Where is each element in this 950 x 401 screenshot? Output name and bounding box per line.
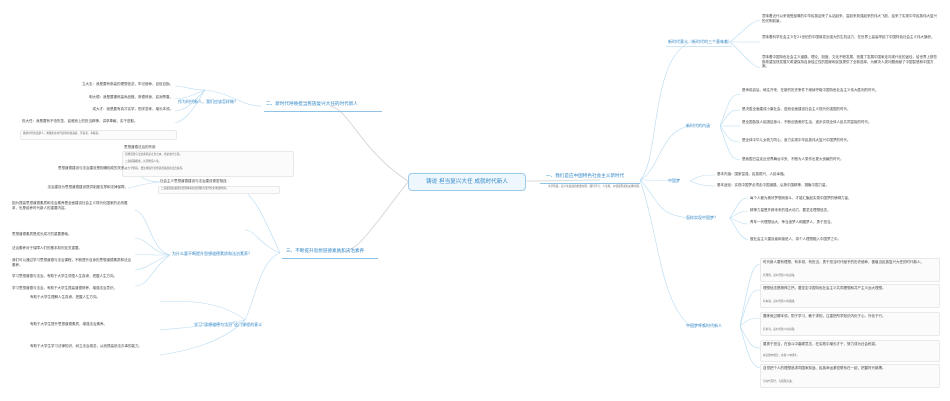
b1-tasks-item-5: 是我国日益走近世界舞台中央、不断为人类作出更大贡献的时代。: [742, 157, 844, 161]
b1-era-item-1: 意味着近代以来饱受屈辱的中华民族迎来了从站起来、富起来到强起来的伟大飞跃，迎来了…: [762, 14, 937, 23]
b3-mid-item-6: 学习思想道德与法治，有助于大学生提高道德修养，增强法治意识。: [12, 286, 117, 290]
b1-mission-label[interactable]: 中国梦呼唤时代新人: [686, 323, 722, 328]
b1-era-item-2: 意味着科学社会主义在21世纪的中国焕发出强大的生机活力，在世界上高高举起了中国特…: [762, 35, 935, 39]
b1-mission-note-2: 有本领，是时代新人的基础。: [763, 300, 797, 303]
b1-tasks-item-3: 是全国各族人民团结奋斗、不断创造美好生活、逐步实现全体人民共同富裕的时代。: [742, 120, 872, 124]
b1-realize-item-3: 青年一代理想远大，争当追梦人和圆梦人，勇于担当。: [750, 220, 834, 224]
b1-realize-item-2: 精神力量是开辟未来的强大动力，要坚定理想信念。: [750, 208, 831, 212]
b3-info-line-1: 思想道德与法治素养是立身之本，也是成才之基。: [125, 153, 183, 156]
b1-mission-card-4: 要勇于担当，在奋斗中磨砺意志，在实践中增长才干，努力成为社会栋梁。 在实践中成长…: [760, 340, 940, 362]
b1-tasks-item-4: 是全体中华儿女勠力同心、奋力实现中华民族伟大复兴中国梦的时代。: [742, 138, 851, 142]
b1-era-label[interactable]: 新时代意义（新时代的三个意味着）: [668, 39, 732, 44]
b1-mission-card-2: 理想信念是精神之钙，要坚定中国特色社会主义共同理想和共产主义远大理想。 有本领，…: [760, 284, 940, 308]
b3-link-note-card: 二者都是推进国家治理体系和治理能力现代化的重要内容。: [158, 186, 280, 194]
b3-link[interactable]: 社会主义思想道德建设与法治建设紧密相连: [160, 179, 227, 183]
b2-sub-label[interactable]: 作为时代新人，我们应该怎样做？: [178, 99, 238, 104]
branch-1-label[interactable]: 一、我们是应中国特色社会主义新时代: [546, 174, 625, 179]
b1-realize-label[interactable]: 怎样实现中国梦？: [686, 215, 718, 220]
b1-era-underline: [666, 46, 732, 47]
b1-mission-item-2: 理想信念是精神之钙，要坚定中国特色社会主义共同理想和共产主义远大理想。: [763, 286, 886, 290]
b2-note: 做新时代的追梦人，勇做走在时代前列的奋进者、开拓者、奉献者。: [23, 132, 101, 135]
b3-left-item-2: 法治建设为思想道德建设提供制度支撑和法律保障。: [47, 185, 129, 189]
b2-note-card: 做新时代的追梦人，勇做走在时代前列的奋进者、开拓者、奉献者。: [20, 130, 177, 140]
b3-left-item-1: 思想道德建设与法治建设是相辅相成的关系。: [58, 166, 128, 170]
b1-realize-item-1: 每个人都为美好梦想而奋斗，才能汇聚起实现中国梦的磅礴力量。: [750, 196, 852, 200]
b1-mission-note-3: 有担当，是时代新人的关键。: [763, 328, 797, 331]
b3-learn-item-2: 有助于大学生提升思想道德素质，增强法治素养。: [30, 322, 107, 326]
b1-era-item-3: 意味着中国特色社会主义道路、理论、制度、文化不断发展，拓展了发展中国家走向现代化…: [762, 55, 937, 69]
b3-info-line-3: 在大学阶段，要注重提升思想道德素质和法治素养。: [125, 167, 185, 170]
b2-item-1: 立大志：我是要有崇高的理想信念，牢记使命，自信自励。: [82, 82, 173, 86]
branch-1-note: 大学阶段，是人生发展的重要时期，我们学习、人生观、价值观形成的关键时期。: [548, 185, 642, 188]
b2-item-4: 担大任：我是要有不怕吃苦、迎难而上的担当精神，讲求奉献，实干进取。: [22, 119, 138, 123]
b3-mid-label[interactable]: 为什么要不断提升思想道德素质和法治素养？: [172, 251, 252, 256]
branch-2-underline: [264, 111, 382, 112]
b1-mission-item-1: 时代新人要有理想、有本领、有担当，勇于担当时代赋予的历史使命，做堪当民族复兴大任…: [763, 260, 924, 264]
b3-mid-item-2: 思想道德素质是成长成才的重要基础。: [12, 232, 72, 236]
branch-3-label[interactable]: 三、不断提升思想道德素质和法治素养: [286, 249, 365, 254]
b1-mission-card-1: 时代新人要有理想、有本领、有担当，勇于担当时代赋予的历史使命，做堪当民族复兴大任…: [760, 258, 940, 282]
b1-mission-note-4: 在实践中成长，在奋斗中成才。: [763, 354, 800, 357]
b1-dream-item-2: 基本途径：实现中国梦必须走中国道路、弘扬中国精神、凝聚中国力量。: [717, 183, 829, 187]
b3-learn-label[interactable]: 学习“思想道德与法治”这门课程的意义: [194, 322, 263, 327]
b1-tasks-item-1: 是承前启后、继往开来、在新的历史条件下继续夺取中国特色社会主义伟大胜利的时代。: [742, 88, 879, 92]
b1-tasks-item-2: 是决胜全面建成小康社会、进而全面建设社会主义现代化强国的时代。: [742, 107, 851, 111]
b2-item-3: 成大才：我是要有真才实学，勤学苦练，增长本领。: [92, 107, 174, 111]
b1-mission-card-3: 要练就过硬本领，勤于学习，敏于求知，注重把所学知识内化于心、外化于行。 有担当，…: [760, 312, 940, 336]
b1-realize-item-4: 做社会主义建设者和接班人，将个人理想融入中国梦之中。: [750, 237, 841, 241]
b3-mid-item-4: 我们可以通过学习思想道德与法治课程，不断提升自身的思想道德素质和法治素养。: [12, 258, 131, 267]
branch-2-label[interactable]: 二、新时代呼唤担当民族复兴大任的时代新人: [266, 102, 358, 107]
b3-info-title: 思想道德法治的作用: [124, 145, 156, 149]
central-topic[interactable]: 铸说 担当复兴大任 成就时代新人: [408, 173, 526, 191]
b3-info-card: 思想道德与法治素养是立身之本，也是成才之基。 二者相辅相成，共同塑造人生。 在大…: [122, 151, 294, 177]
b1-mission-item-3: 要练就过硬本领，勤于学习，敏于求知，注重把所学知识内化于心、外化于行。: [763, 314, 886, 318]
b3-mid-item-3: 法治素养对于保障人们的基本权利至关重要。: [12, 246, 82, 250]
b1-dream-label[interactable]: 中国梦: [668, 178, 680, 183]
b1-mission-note-5: 与时代同行，与祖国共进。: [763, 380, 795, 383]
b3-link-note: 二者都是推进国家治理体系和治理能力现代化的重要内容。: [161, 187, 229, 190]
b3-mid-item-1: 因为提高思想道德素质和法治素养是全面建设社会主义现代化国家的必然要求，也是培养时…: [12, 201, 128, 210]
b3-info-line-2: 二者相辅相成，共同塑造人生。: [125, 160, 162, 163]
branch-1-underline: [540, 183, 640, 184]
b3-learn-item-3: 有助于大学生学习法律知识，树立法治观念，从而提高依法办事的能力。: [30, 344, 142, 348]
branch-3-underline: [282, 258, 378, 259]
b1-tasks-label[interactable]: 新时代的内涵: [686, 123, 710, 128]
b3-learn-item-1: 有助于大学生理解人生真谛，把握人生方向。: [30, 295, 100, 299]
b2-item-2: 明大德：我是要锤炼高尚品格，崇德修身，启润青春。: [89, 95, 173, 99]
b3-mid-item-5: 学习思想道德与法治，有助于大学生领悟人生真谛，把握人生方向。: [12, 274, 117, 278]
b1-dream-item-1: 基本内涵：国家富强、民族振兴、人民幸福。: [717, 172, 787, 176]
b1-mission-card-5: 自觉把个人的理想追求同国家前途、民族命运紧密联系在一起，把握时代脉搏。 与时代同…: [760, 364, 940, 388]
b1-mission-note-1: 有理想，是时代新人的灵魂。: [763, 274, 797, 277]
b1-mission-item-5: 自觉把个人的理想追求同国家前途、民族命运紧密联系在一起，把握时代脉搏。: [763, 366, 886, 370]
b1-mission-item-4: 要勇于担当，在奋斗中磨砺意志，在实践中增长才干，努力成为社会栋梁。: [763, 342, 879, 346]
